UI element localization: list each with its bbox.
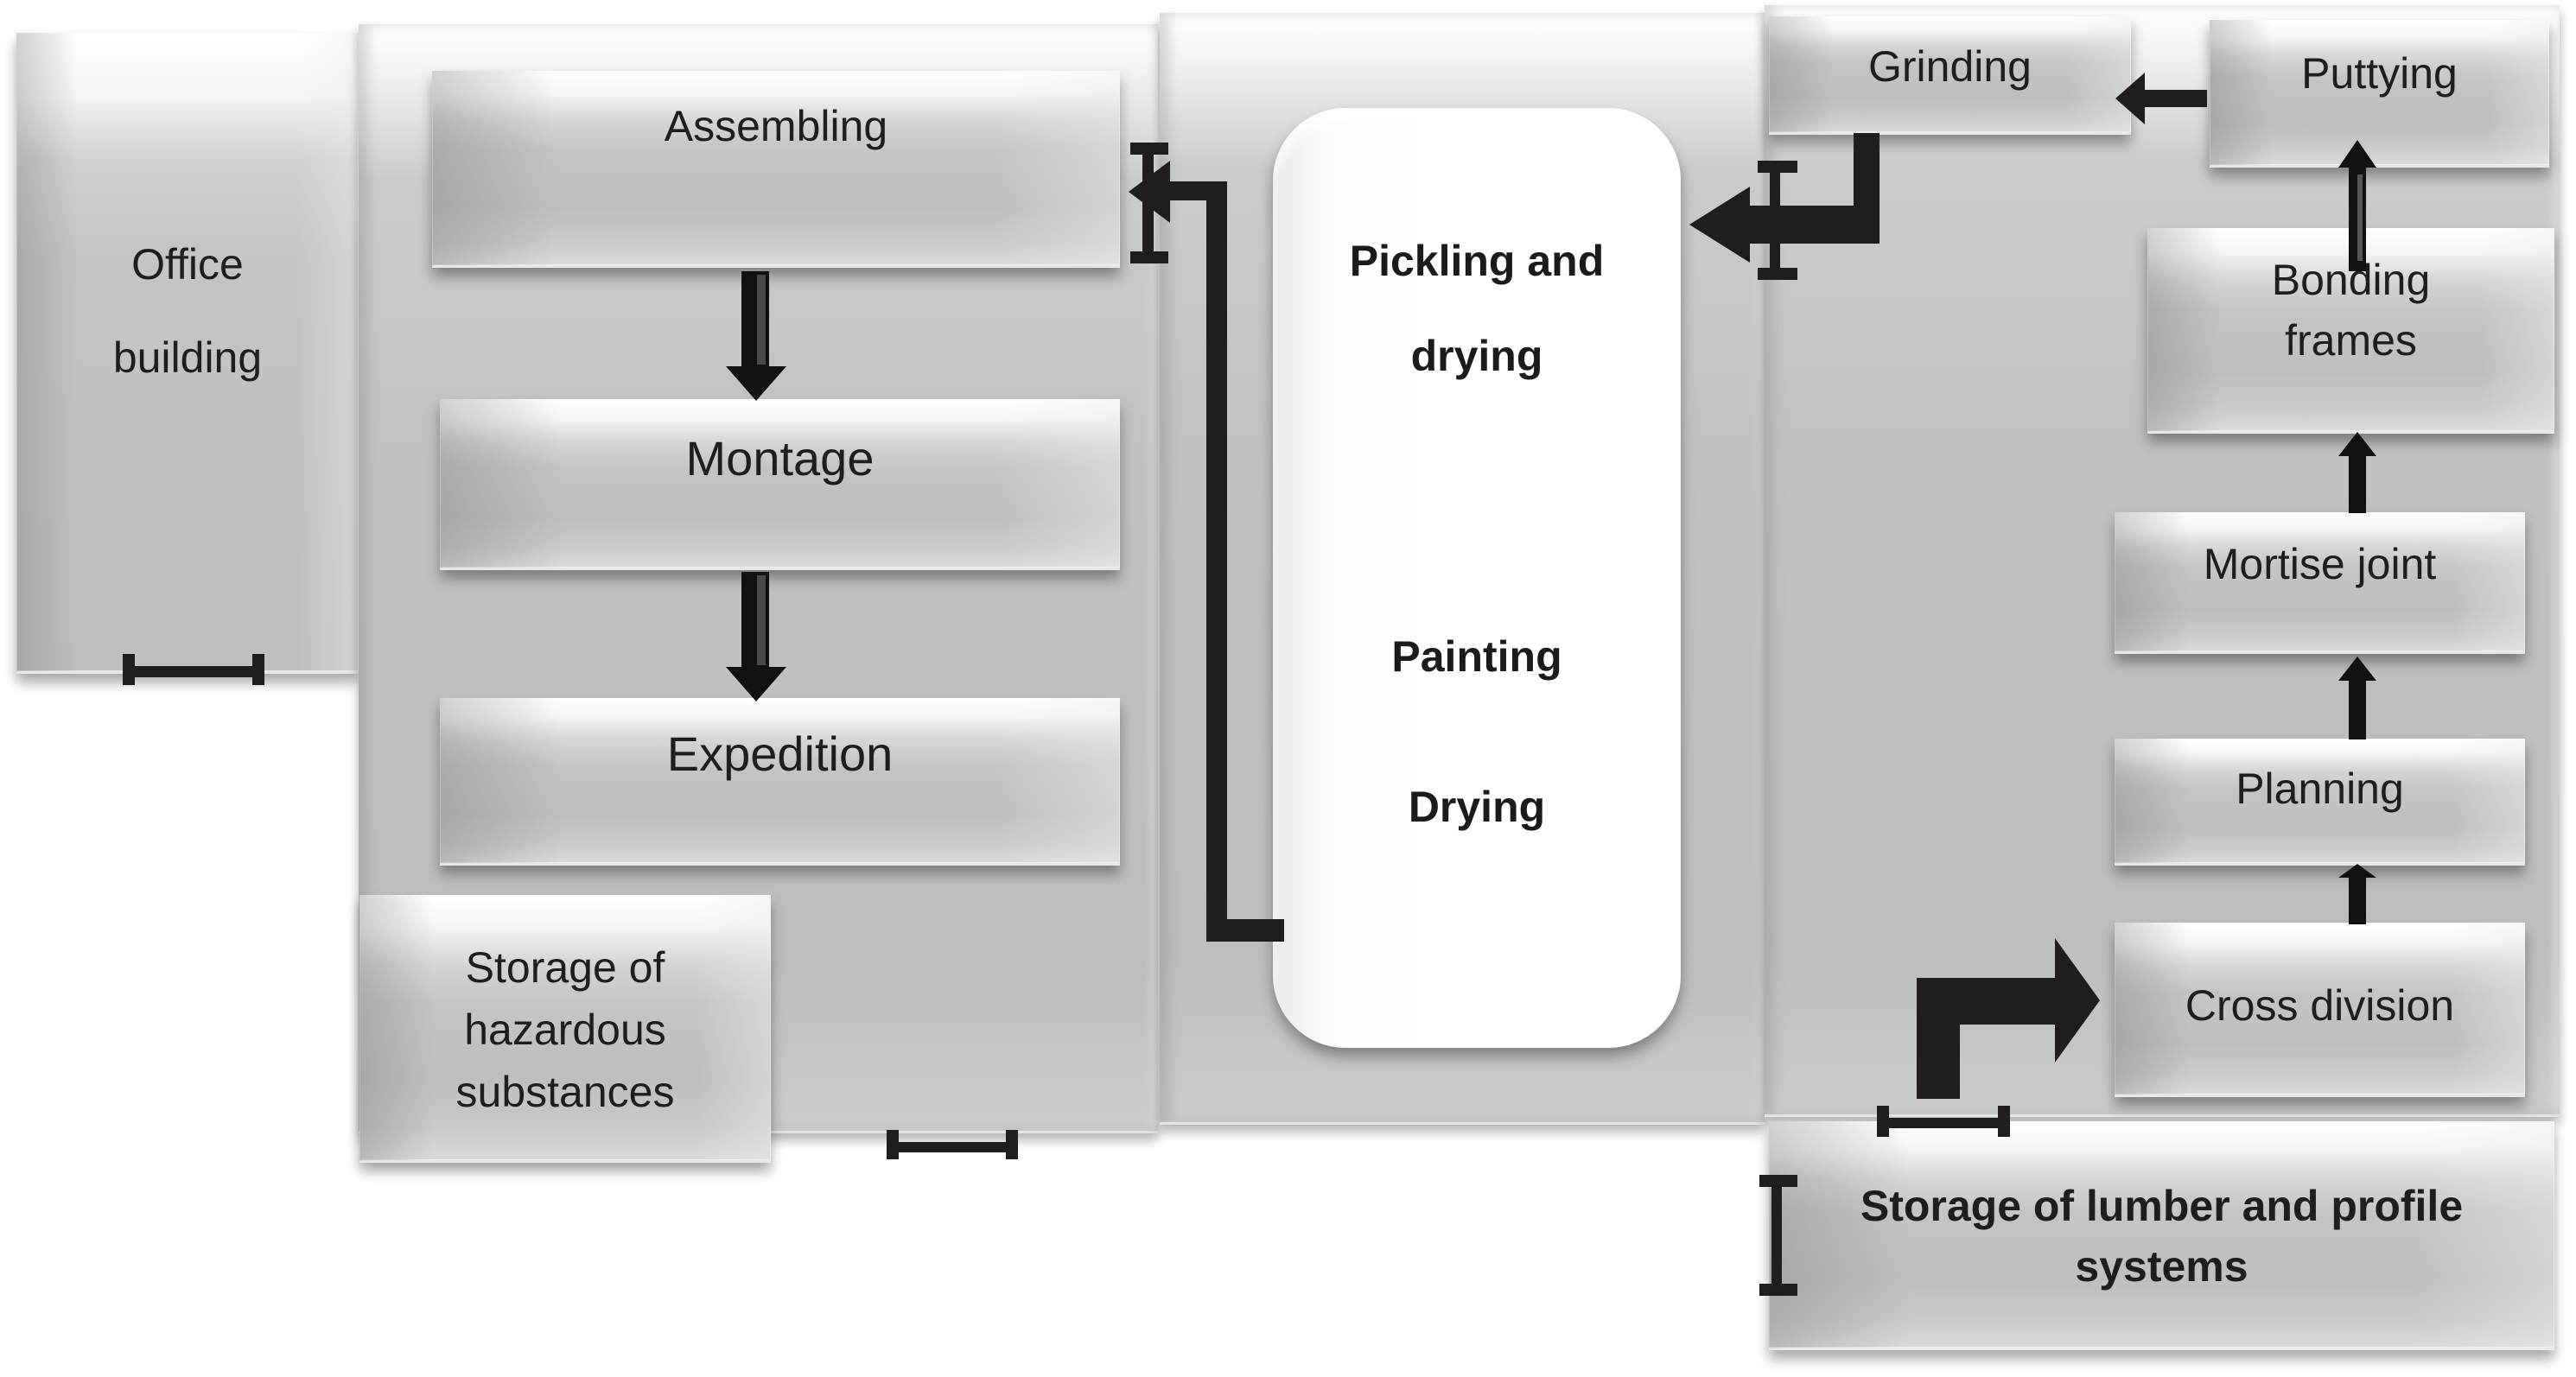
assembling-box: Assembling bbox=[432, 71, 1120, 268]
finishing-line-box: Pickling and drying Painting Drying bbox=[1273, 108, 1681, 1048]
assembling-label: Assembling bbox=[664, 102, 888, 150]
office-door-icon bbox=[123, 654, 264, 685]
finishing-right-door-icon bbox=[1758, 161, 1797, 280]
hazardous-label-line3: substances bbox=[455, 1068, 675, 1116]
arrow-assembling-to-montage bbox=[726, 271, 786, 401]
drying-label: Drying bbox=[1408, 783, 1546, 831]
montage-label: Montage bbox=[685, 431, 875, 485]
arrow-bonding-to-puttying bbox=[2338, 140, 2376, 271]
mortise-label: Mortise joint bbox=[2203, 540, 2437, 588]
cross-division-label: Cross division bbox=[2185, 981, 2455, 1030]
puttying-label: Puttying bbox=[2301, 49, 2458, 98]
montage-box: Montage bbox=[440, 399, 1120, 570]
planning-label: Planning bbox=[2236, 765, 2404, 813]
grinding-box: Grinding bbox=[1769, 16, 2131, 135]
bonding-frames-box: Bonding frames bbox=[2147, 228, 2554, 434]
office-label-line2: building bbox=[112, 333, 263, 382]
pickling-label-line1: Pickling and bbox=[1349, 237, 1605, 285]
bonding-label-line1: Bonding bbox=[2271, 256, 2431, 304]
arrow-drying-to-assembling bbox=[1129, 161, 1284, 942]
lumber-storage-box: Storage of lumber and profile systems bbox=[1769, 1121, 2554, 1350]
lumber-label-line1: Storage of lumber and profile bbox=[1860, 1182, 2464, 1230]
lumber-side-door-icon bbox=[1759, 1175, 1797, 1296]
cross-division-box: Cross division bbox=[2115, 923, 2525, 1097]
mortise-joint-box: Mortise joint bbox=[2115, 512, 2525, 654]
pickling-label-line2: drying bbox=[1410, 332, 1543, 380]
hazardous-label-line2: hazardous bbox=[464, 1006, 666, 1054]
puttying-box: Puttying bbox=[2210, 20, 2549, 168]
bonding-label-line2: frames bbox=[2285, 316, 2417, 365]
lumber-label-line2: systems bbox=[2075, 1242, 2248, 1291]
arrow-lumber-to-cross-division bbox=[1917, 938, 2100, 1099]
lumber-hall-door-icon bbox=[1877, 1106, 2010, 1137]
planning-box: Planning bbox=[2115, 739, 2525, 866]
expedition-label: Expedition bbox=[666, 727, 894, 781]
hazardous-label-line1: Storage of bbox=[465, 943, 665, 992]
hazardous-storage-box: Storage of hazardous substances bbox=[359, 895, 771, 1163]
arrow-puttying-to-grinding bbox=[2115, 73, 2207, 124]
expedition-box: Expedition bbox=[440, 698, 1120, 866]
office-label-line1: Office bbox=[131, 240, 244, 289]
arrow-mortise-to-bonding bbox=[2338, 432, 2376, 513]
left-hall-door-icon bbox=[887, 1130, 1018, 1159]
office-building: Office building bbox=[16, 33, 359, 674]
grinding-label: Grinding bbox=[1868, 42, 2032, 91]
arrow-planning-to-mortise bbox=[2338, 657, 2376, 739]
arrow-montage-to-expedition bbox=[726, 572, 786, 701]
painting-label: Painting bbox=[1391, 632, 1562, 681]
arrow-cross-division-to-planning bbox=[2338, 864, 2376, 924]
